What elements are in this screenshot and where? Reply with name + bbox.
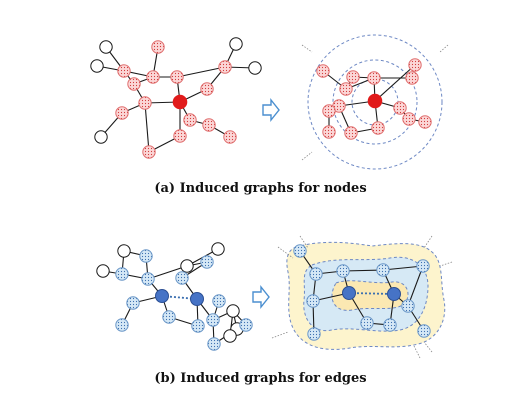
- a-left-node-neighbor-red: [151, 40, 165, 54]
- arrow-shape-b: [252, 285, 270, 309]
- a-left-node-neighbor-red: [223, 130, 237, 144]
- arrow-shape-a: [262, 98, 280, 122]
- a-right-node-neighbor-red: [367, 71, 381, 85]
- region-tick: [423, 341, 433, 353]
- a-left-node-neighbor-red: [142, 145, 156, 159]
- b-left-node-neighbor-blue: [206, 313, 220, 327]
- b-left-node-neighbor-blue: [207, 337, 221, 351]
- hop-ring: [307, 34, 443, 170]
- a-left-node-plain: [90, 59, 104, 73]
- b-left-node-neighbor-blue: [239, 318, 253, 332]
- a-left-node-plain: [94, 130, 108, 144]
- arrow-icon-a: [262, 98, 280, 122]
- a-right-node-neighbor-red: [371, 121, 385, 135]
- b-left-node-neighbor-blue: [175, 271, 189, 285]
- a-left-node-neighbor-red: [127, 77, 141, 91]
- a-left-edge: [176, 66, 226, 78]
- edge-graph-original: [96, 242, 253, 351]
- a-left-node-neighbor-red: [183, 113, 197, 127]
- a-left-node-target-red: [172, 94, 188, 110]
- b-right-node-target-blue: [387, 287, 401, 301]
- node-graph-original: [90, 37, 262, 159]
- edge-graph-induced: [293, 244, 431, 341]
- b-left-node-target-blue: [190, 292, 204, 306]
- a-right-node-neighbor-red: [408, 58, 422, 72]
- b-left-node-plain: [226, 304, 240, 318]
- a-right-node-neighbor-red: [339, 82, 353, 96]
- b-left-node-neighbor-blue: [139, 249, 153, 263]
- a-left-node-neighbor-red: [173, 129, 187, 143]
- b-right-node-neighbor-blue: [293, 244, 307, 258]
- b-left-edge: [147, 265, 188, 280]
- a-right-node-neighbor-red: [418, 115, 432, 129]
- b-left-node-plain: [211, 242, 225, 256]
- b-left-node-plain: [180, 259, 194, 273]
- b-left-node-neighbor-blue: [212, 294, 226, 308]
- b-right-node-neighbor-blue: [417, 324, 431, 338]
- b-right-node-neighbor-blue: [306, 294, 320, 308]
- region-tick: [299, 235, 309, 249]
- a-right-node-neighbor-red: [346, 70, 360, 84]
- ring-tick: [301, 151, 313, 161]
- a-right-node-neighbor-red: [393, 101, 407, 115]
- b-left-node-plain: [117, 244, 131, 258]
- b-right-target-edge: [348, 292, 395, 295]
- a-right-node-target-red: [367, 93, 383, 109]
- a-left-node-neighbor-red: [218, 60, 232, 74]
- b-left-node-plain: [96, 264, 110, 278]
- b-right-node-neighbor-blue: [401, 299, 415, 313]
- a-right-node-neighbor-red: [322, 104, 336, 118]
- b-left-node-neighbor-blue: [191, 319, 205, 333]
- b-right-node-neighbor-blue: [307, 327, 321, 341]
- a-left-node-neighbor-red: [117, 64, 131, 78]
- a-left-node-neighbor-red: [115, 106, 129, 120]
- arrow-icon-b: [252, 285, 270, 309]
- b-left-node-neighbor-blue: [162, 310, 176, 324]
- b-left-node-neighbor-blue: [115, 318, 129, 332]
- region-tick: [271, 331, 289, 339]
- b-left-node-target-blue: [155, 289, 169, 303]
- a-right-node-neighbor-red: [344, 126, 358, 140]
- b-right-node-target-blue: [342, 286, 356, 300]
- edge-regions: [271, 235, 453, 359]
- a-left-edge: [144, 102, 150, 153]
- b-right-node-neighbor-blue: [416, 259, 430, 273]
- b-right-edge: [407, 265, 424, 307]
- b-left-node-plain: [223, 329, 237, 343]
- a-right-node-neighbor-red: [316, 64, 330, 78]
- a-right-node-neighbor-red: [405, 71, 419, 85]
- a-right-edge: [374, 64, 416, 102]
- ring-tick: [301, 44, 313, 53]
- region-tick: [423, 235, 433, 249]
- a-left-node-neighbor-red: [202, 118, 216, 132]
- b-right-node-neighbor-blue: [376, 263, 390, 277]
- region-tick: [277, 246, 294, 259]
- caption-nodes: (a) Induced graphs for nodes: [154, 181, 367, 196]
- b-right-node-neighbor-blue: [360, 316, 374, 330]
- a-left-node-plain: [99, 40, 113, 54]
- a-left-node-neighbor-red: [146, 70, 160, 84]
- a-left-node-neighbor-red: [170, 70, 184, 84]
- a-left-node-neighbor-red: [200, 82, 214, 96]
- region-tick: [413, 345, 421, 359]
- b-left-node-neighbor-blue: [115, 267, 129, 281]
- b-right-node-neighbor-blue: [336, 264, 350, 278]
- a-left-node-neighbor-red: [138, 96, 152, 110]
- a-right-node-neighbor-red: [402, 112, 416, 126]
- node-graph-induced: [316, 58, 432, 140]
- a-left-node-plain: [248, 61, 262, 75]
- ring-tick: [439, 44, 449, 53]
- a-right-node-neighbor-red: [322, 125, 336, 139]
- region-tick: [439, 261, 453, 267]
- b-left-node-neighbor-blue: [200, 255, 214, 269]
- a-left-node-plain: [229, 37, 243, 51]
- b-right-node-neighbor-blue: [383, 318, 397, 332]
- caption-edges: (b) Induced graphs for edges: [154, 371, 367, 386]
- b-right-node-neighbor-blue: [309, 267, 323, 281]
- b-left-node-neighbor-blue: [126, 296, 140, 310]
- b-left-node-neighbor-blue: [141, 272, 155, 286]
- hop-ring: [332, 59, 418, 145]
